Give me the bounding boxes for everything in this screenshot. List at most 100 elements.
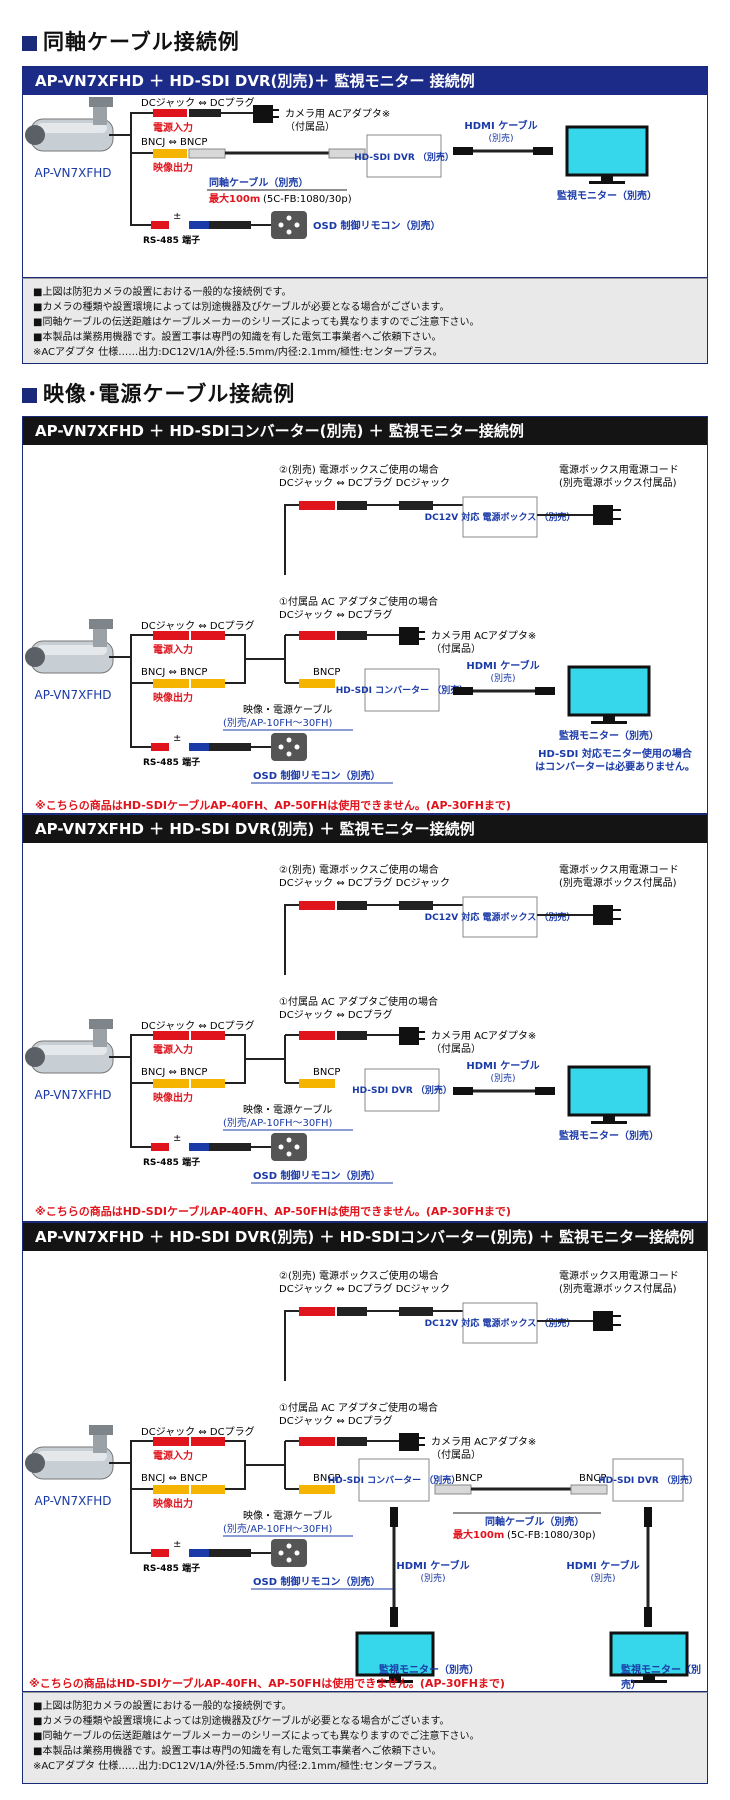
pbox-label: DC12V 対応 電源ボックス （別売） [425, 1317, 576, 1329]
camera-label: AP-VN7XFHD [34, 1494, 111, 1508]
converter-box [358, 1458, 430, 1502]
hdmi-sub: (別売) [488, 132, 513, 144]
monitor-label: 監視モニター（別売） [559, 729, 659, 742]
bncj-label: BNCJ ⇔ BNCP [141, 667, 207, 678]
dc-label: DCジャック ⇔ DCプラグ [141, 96, 255, 109]
bnc-plug-2 [328, 148, 366, 159]
bncp-label: BNCP [313, 1067, 340, 1078]
power-cord-plug-icon [593, 905, 613, 925]
hdmi-cable-icon [535, 1087, 555, 1095]
power-box [462, 496, 538, 538]
pbox-dc: DCジャック ⇔ DCプラグ DCジャック [279, 1282, 450, 1295]
cable-label: 映像・電源ケーブル [243, 1103, 332, 1116]
adapter-label: カメラ用 ACアダプタ※ [431, 1029, 536, 1042]
bncp-left: BNCP [455, 1473, 482, 1484]
ac-adapter-icon [399, 627, 419, 645]
bncj-label: BNCJ ⇔ BNCP [141, 1067, 207, 1078]
power-box [462, 1302, 538, 1344]
panel-header: AP-VN7XFHD ＋ HD-SDI DVR(別売)＋ 監視モニター 接続例 [23, 67, 707, 95]
coax-label: 同軸ケーブル（別売） [209, 176, 308, 189]
pbox-label: DC12V 対応 電源ボックス （別売） [425, 911, 576, 923]
pm-sign: ± [173, 733, 181, 744]
dvr-box [612, 1458, 684, 1502]
coax-label: 同軸ケーブル（別売） [485, 1515, 584, 1528]
bncp-right: BNCP [579, 1473, 606, 1484]
note-line: ■カメラの種類や設置環境によっては別途機器及びケーブルが必要となる場合がございま… [33, 302, 450, 313]
bnc-plug [188, 148, 226, 159]
camera-icon [25, 97, 114, 152]
pcord-sub: (別売電源ボックス付属品) [559, 1282, 677, 1295]
section-title-coax: 同軸ケーブル接続例 [22, 26, 240, 56]
panel-dvr: AP-VN7XFHD ＋ HD-SDI DVR(別売) ＋ 監視モニター接続例 … [22, 814, 708, 1222]
video-out-label: 映像出力 [153, 1091, 193, 1104]
dc-jack-red [153, 109, 187, 117]
cable-sub: (別売/AP-10FH〜30FH) [223, 1522, 333, 1535]
ac-adapter-icon [399, 1433, 419, 1451]
dvr-label: HD-SDI DVR （別売） [354, 151, 454, 163]
rs485-label: RS-485 端子 [143, 756, 200, 768]
video-out-label: 映像出力 [153, 691, 193, 704]
camera-label: AP-VN7XFHD [34, 166, 111, 180]
panel-header: AP-VN7XFHD ＋ HD-SDI DVR(別売) ＋ 監視モニター接続例 [23, 815, 707, 843]
dvr-label: HD-SDI DVR （別売） [598, 1474, 698, 1486]
adapter-sub: （付属品） [431, 1042, 481, 1055]
monitor-label: 監視モニター（別売） [557, 189, 657, 202]
pm-sign: ± [173, 1133, 181, 1144]
conv-label: HD-SDI コンバーター （別売） [328, 1474, 460, 1486]
power-cord-plug-icon [593, 505, 613, 525]
pbox-title: ②(別売) 電源ボックスご使用の場合 [279, 1269, 439, 1282]
osd-label: OSD 制御リモコン（別売） [313, 219, 441, 232]
power-cord-plug-icon [593, 1311, 613, 1331]
warning-text: ※こちらの商品はHD-SDIケーブルAP-40FH、AP-50FHは使用できませ… [35, 799, 511, 812]
acad-dc: DCジャック ⇔ DCプラグ [279, 608, 393, 621]
converter-box [364, 668, 440, 712]
warning-text: ※こちらの商品はHD-SDIケーブルAP-40FH、AP-50FHは使用できませ… [29, 1677, 505, 1690]
note-line: ■カメラの種類や設置環境によっては別途機器及びケーブルが必要となる場合がございま… [33, 1716, 450, 1727]
osd-remote-icon [271, 211, 307, 239]
panel-converter: AP-VN7XFHD ＋ HD-SDIコンバーター(別売) ＋ 監視モニター接続… [22, 416, 708, 814]
pbox-dc: DCジャック ⇔ DCプラグ DCジャック [279, 476, 450, 489]
acad-title: ①付属品 AC アダプタご使用の場合 [279, 995, 438, 1008]
cable-sub: (別売/AP-10FH〜30FH) [223, 1116, 333, 1129]
power-box [462, 896, 538, 938]
osd-remote-icon [271, 1133, 307, 1161]
camera-label: AP-VN7XFHD [34, 1088, 111, 1102]
hdmi-cable-icon [535, 687, 555, 695]
monitor-icon [567, 1065, 651, 1124]
adapter-label: カメラ用 ACアダプタ※ [431, 629, 536, 642]
conv-note2: はコンバーターは必要ありません。 [535, 760, 695, 773]
note-line: ■本製品は業務用機器です。設置工事は専門の知識を有した電気工事業者へご依頼下さい… [33, 1746, 442, 1757]
osd-remote-icon [271, 733, 307, 761]
hdmi-sub-2: (別売) [590, 1572, 615, 1584]
warning-text: ※こちらの商品はHD-SDIケーブルAP-40FH、AP-50FHは使用できませ… [35, 1205, 511, 1218]
note-line: ■本製品は業務用機器です。設置工事は専門の知識を有した電気工事業者へご依頼下さい… [33, 332, 442, 343]
monitor-icon-2 [609, 1631, 689, 1683]
note-line: ■上図は防犯カメラの設置における一般的な接続例です。 [33, 1701, 292, 1712]
note-line: ■上図は防犯カメラの設置における一般的な接続例です。 [33, 287, 292, 298]
monitor-label: 監視モニター（別売） [379, 1665, 479, 1676]
osd-label: OSD 制御リモコン（別売） [253, 1575, 381, 1588]
hdmi-label: HDMI ケーブル [466, 1059, 539, 1072]
adapter-label: カメラ用 ACアダプタ※ [431, 1435, 536, 1448]
monitor-label: 監視モニター（別売） [559, 1129, 659, 1142]
dc-label: DCジャック ⇔ DCプラグ [141, 1425, 255, 1438]
camera-icon [25, 619, 114, 674]
hdmi-label: HDMI ケーブル [396, 1559, 469, 1572]
dc-label: DCジャック ⇔ DCプラグ [141, 1019, 255, 1032]
conv-note1: HD-SDI 対応モニター使用の場合 [538, 747, 693, 760]
monitor-icon [565, 125, 649, 184]
conv-label: HD-SDI コンバーター （別売） [336, 684, 468, 696]
coax-max: 最大100m [209, 192, 260, 205]
adapter-sub: （付属品） [285, 120, 335, 133]
dvr-label: HD-SDI DVR （別売） [352, 1084, 452, 1096]
hdmi-label: HDMI ケーブル [466, 659, 539, 672]
pm-sign: ± [173, 1539, 181, 1550]
camera-label: AP-VN7XFHD [34, 688, 111, 702]
dc-plug [189, 109, 221, 117]
pcord-sub: (別売電源ボックス付属品) [559, 476, 677, 489]
video-out-label: 映像出力 [153, 161, 193, 174]
section-title-text: 映像･電源ケーブル接続例 [43, 382, 296, 406]
panel-header: AP-VN7XFHD ＋ HD-SDI DVR(別売) ＋ HD-SDIコンバー… [23, 1223, 707, 1251]
adapter-sub: （付属品） [431, 642, 481, 655]
acad-dc: DCジャック ⇔ DCプラグ [279, 1414, 393, 1427]
